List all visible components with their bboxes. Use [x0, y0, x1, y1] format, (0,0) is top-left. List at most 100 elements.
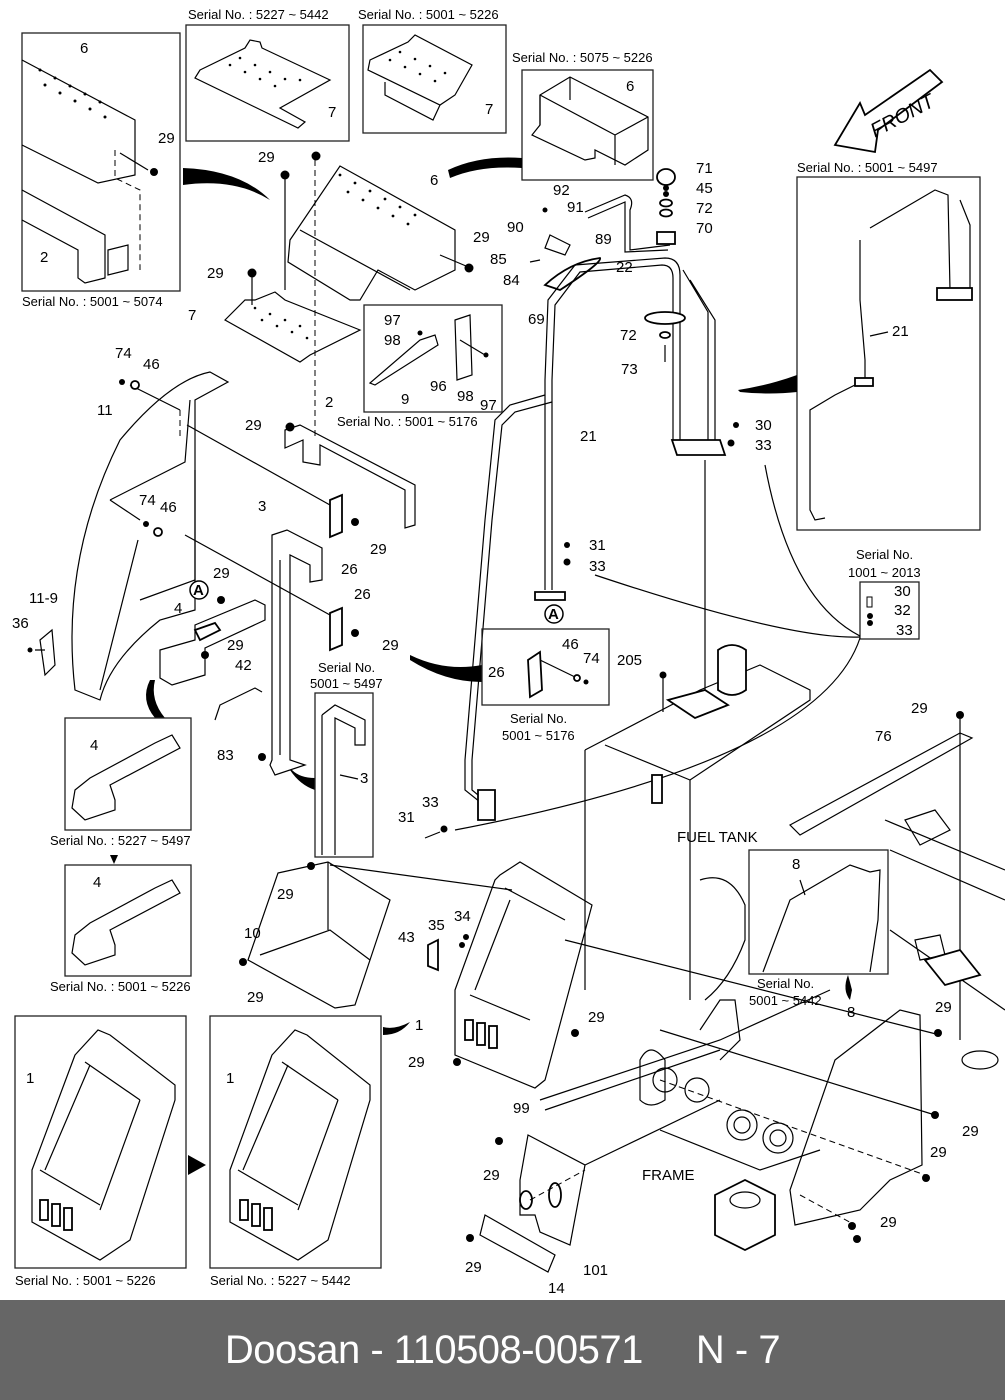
callout-74: 74 [139, 492, 156, 509]
cover-part-101: 29 29 101 14 [465, 1099, 721, 1297]
callout-36: 36 [12, 615, 29, 632]
callout-6: 6 [626, 78, 634, 95]
step-part-10: 29 10 29 [239, 861, 513, 1009]
inset-plate-5001: Serial No. : 5001 ~ 5226 7 [358, 7, 507, 134]
inset-console-5227-5442: 1 Serial No. : 5227 ~ 5442 [209, 1015, 382, 1288]
callout-4: 4 [90, 737, 98, 754]
callout-26: 26 [488, 664, 505, 681]
inset-plate-5227: Serial No. : 5227 ~ 5442 7 [185, 7, 350, 142]
callout-29: 29 [911, 700, 928, 717]
callout-89: 89 [595, 231, 612, 248]
serial-label: Serial No. [757, 976, 814, 991]
inset-bolt-1001-2013: Serial No. 1001 ~ 2013 30 32 33 [454, 464, 921, 831]
console-part-1: 43 35 34 1 29 29 99 [398, 861, 605, 1117]
callout-29: 29 [247, 989, 264, 1006]
callout-29: 29 [370, 541, 387, 558]
callout-73: 73 [621, 361, 638, 378]
main-cover-assembly: 29 6 29 29 7 [188, 149, 490, 440]
callout-3: 3 [360, 770, 368, 787]
callout-21: 21 [892, 323, 909, 340]
callout-43: 43 [398, 929, 415, 946]
callout-46: 46 [562, 636, 579, 653]
transition-arrow [188, 1155, 206, 1175]
footer-caption: Doosan - 110508-00571 N - 7 [224, 1327, 781, 1372]
callout-29: 29 [408, 1054, 425, 1071]
callout-7: 7 [485, 101, 493, 118]
callout-85: 85 [490, 251, 507, 268]
serial-label: Serial No. [856, 547, 913, 562]
callout-7: 7 [188, 307, 196, 324]
frame-label: FRAME [642, 1167, 695, 1184]
callout-11: 11 [97, 402, 113, 419]
callout-74: 74 [115, 345, 132, 362]
serial-label: 5001 ~ 5497 [310, 676, 383, 691]
serial-label: Serial No. : 5075 ~ 5226 [512, 50, 653, 65]
callout-26: 26 [354, 586, 371, 603]
pointer-swoosh [738, 375, 797, 394]
callout-74: 74 [583, 650, 600, 667]
side-panel-part-8: 8 29 29 29 29 [564, 939, 979, 1243]
callout-46: 46 [143, 356, 160, 373]
callout-97: 97 [384, 312, 401, 329]
inset-cover-5075: Serial No. : 5075 ~ 5226 6 [512, 50, 654, 181]
callout-70: 70 [696, 220, 713, 237]
callout-91: 91 [567, 199, 584, 216]
callout-6: 6 [430, 172, 438, 189]
inset-post-5001-5497: Serial No. 5001 ~ 5497 3 [310, 660, 383, 858]
callout-76: 76 [875, 728, 892, 745]
pointer-swoosh [183, 168, 270, 200]
pointer-swoosh [448, 157, 522, 178]
callout-84: 84 [503, 272, 520, 289]
serial-label: Serial No. : 5001 ~ 5226 [50, 979, 191, 994]
serial-label: Serial No. : 5227 ~ 5442 [188, 7, 329, 22]
callout-92: 92 [553, 182, 570, 199]
callout-98: 98 [457, 388, 474, 405]
callout-4: 4 [93, 874, 101, 891]
inset-bracket-26: 26 46 74 Serial No. 5001 ~ 5176 [481, 628, 610, 743]
callout-97: 97 [480, 397, 497, 414]
callout-29: 29 [277, 886, 294, 903]
bar-part-76: 29 76 [789, 700, 974, 1040]
callout-8: 8 [847, 1004, 855, 1021]
center-post-assembly: A 29 2 3 29 26 26 29 29 4 29 42 83 [159, 394, 416, 776]
callout-2: 2 [40, 249, 48, 266]
callout-7: 7 [328, 104, 336, 121]
callout-29: 29 [935, 999, 952, 1016]
callout-29: 29 [245, 417, 262, 434]
machine-frame: FRAME [539, 809, 1005, 1252]
callout-1: 1 [415, 1017, 423, 1034]
callout-1: 1 [226, 1070, 234, 1087]
callout-9: 9 [401, 391, 409, 408]
callout-34: 34 [454, 908, 471, 925]
callout-69: 69 [528, 311, 545, 328]
callout-8: 8 [792, 856, 800, 873]
callout-14: 14 [548, 1280, 565, 1297]
serial-label: 1001 ~ 2013 [848, 565, 921, 580]
reference-marker-a: A [193, 582, 204, 599]
callout-29: 29 [962, 1123, 979, 1140]
fuel-tank: 205 FUEL TANK [584, 644, 811, 1000]
callout-29: 29 [880, 1214, 897, 1231]
callout-29: 29 [483, 1167, 500, 1184]
callout-96: 96 [430, 378, 447, 395]
pointer-swoosh [383, 1022, 410, 1035]
serial-label: 5001 ~ 5442 [749, 993, 822, 1008]
callout-29: 29 [258, 149, 275, 166]
callout-72: 72 [696, 200, 713, 217]
callout-29: 29 [588, 1009, 605, 1026]
callout-33: 33 [422, 794, 439, 811]
callout-30: 30 [755, 417, 772, 434]
callout-101: 101 [583, 1262, 608, 1279]
callout-1: 1 [26, 1070, 34, 1087]
reference-marker-a: A [548, 606, 559, 623]
callout-29: 29 [158, 130, 175, 147]
callout-29: 29 [213, 565, 230, 582]
inset-handrail-5001-5497: Serial No. : 5001 ~ 5497 21 [796, 160, 981, 531]
callout-30: 30 [894, 583, 911, 600]
callout-33: 33 [896, 622, 913, 639]
serial-label: Serial No. : 5001 ~ 5176 [337, 414, 478, 429]
callout-10: 10 [244, 925, 261, 942]
pointer-swoosh [290, 770, 315, 790]
callout-35: 35 [428, 917, 445, 934]
callout-29: 29 [930, 1144, 947, 1161]
